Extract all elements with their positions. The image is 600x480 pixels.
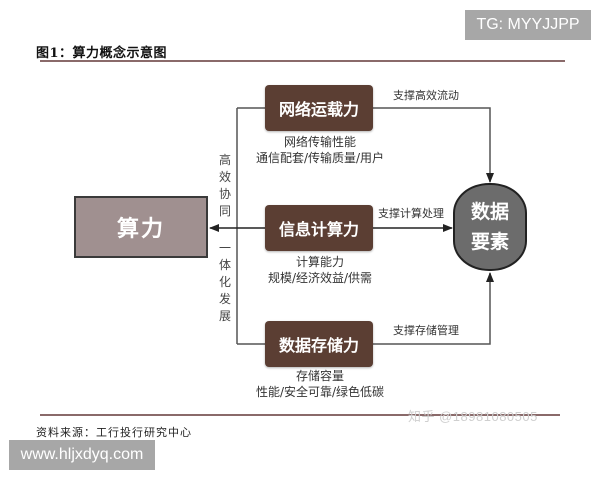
label-efficient-collaboration: 高 效 协 同 [218, 152, 232, 220]
support-label-compute: 支撑计算处理 [378, 207, 444, 220]
url-badge: www.hljxdyq.com [9, 440, 155, 470]
info-compute-node: 信息计算力 [265, 205, 373, 251]
tg-badge: TG: MYYJJPP [465, 10, 591, 40]
title-rule [40, 60, 565, 62]
label-char: 同 [218, 204, 231, 218]
info-compute-desc: 计算能力 规模/经济效益/供需 [240, 254, 400, 286]
figure-title: 图1：算力概念示意图 [36, 46, 168, 61]
network-capacity-desc: 网络传输性能 通信配套/传输质量/用户 [240, 134, 400, 166]
data-storage-node: 数据存储力 [265, 321, 373, 367]
label-char: 高 [218, 153, 231, 167]
desc-line: 存储容量 [295, 369, 344, 383]
desc-line: 规模/经济效益/供需 [267, 271, 373, 285]
support-label-flow: 支撑高效流动 [393, 89, 459, 102]
desc-line: 计算能力 [295, 255, 344, 269]
label-char: 展 [218, 309, 231, 323]
network-capacity-node: 网络运载力 [265, 85, 373, 131]
label-char: 化 [218, 275, 231, 289]
compute-power-node: 算力 [74, 196, 208, 258]
label-char: 协 [218, 187, 231, 201]
desc-line: 性能/安全可靠/绿色低碳 [255, 385, 385, 399]
label-char: 一 [218, 241, 231, 255]
zhihu-watermark: 知乎 @18981080505 [408, 409, 538, 424]
data-element-line: 要素 [470, 231, 509, 253]
label-integrated-development: 一 体 化 发 展 [218, 240, 232, 325]
desc-line: 通信配套/传输质量/用户 [255, 151, 385, 165]
support-label-storage: 支撑存储管理 [393, 324, 459, 337]
data-storage-desc: 存储容量 性能/安全可靠/绿色低碳 [240, 368, 400, 400]
footer-rule [40, 414, 560, 416]
label-char: 发 [218, 292, 231, 306]
label-char: 效 [218, 170, 231, 184]
label-char: 体 [218, 258, 231, 272]
desc-line: 网络传输性能 [283, 135, 356, 149]
data-element-line: 数据 [470, 201, 509, 223]
data-element-node: 数据 要素 [453, 183, 527, 271]
figure-source: 资料来源：工行投行研究中心 [36, 426, 192, 439]
